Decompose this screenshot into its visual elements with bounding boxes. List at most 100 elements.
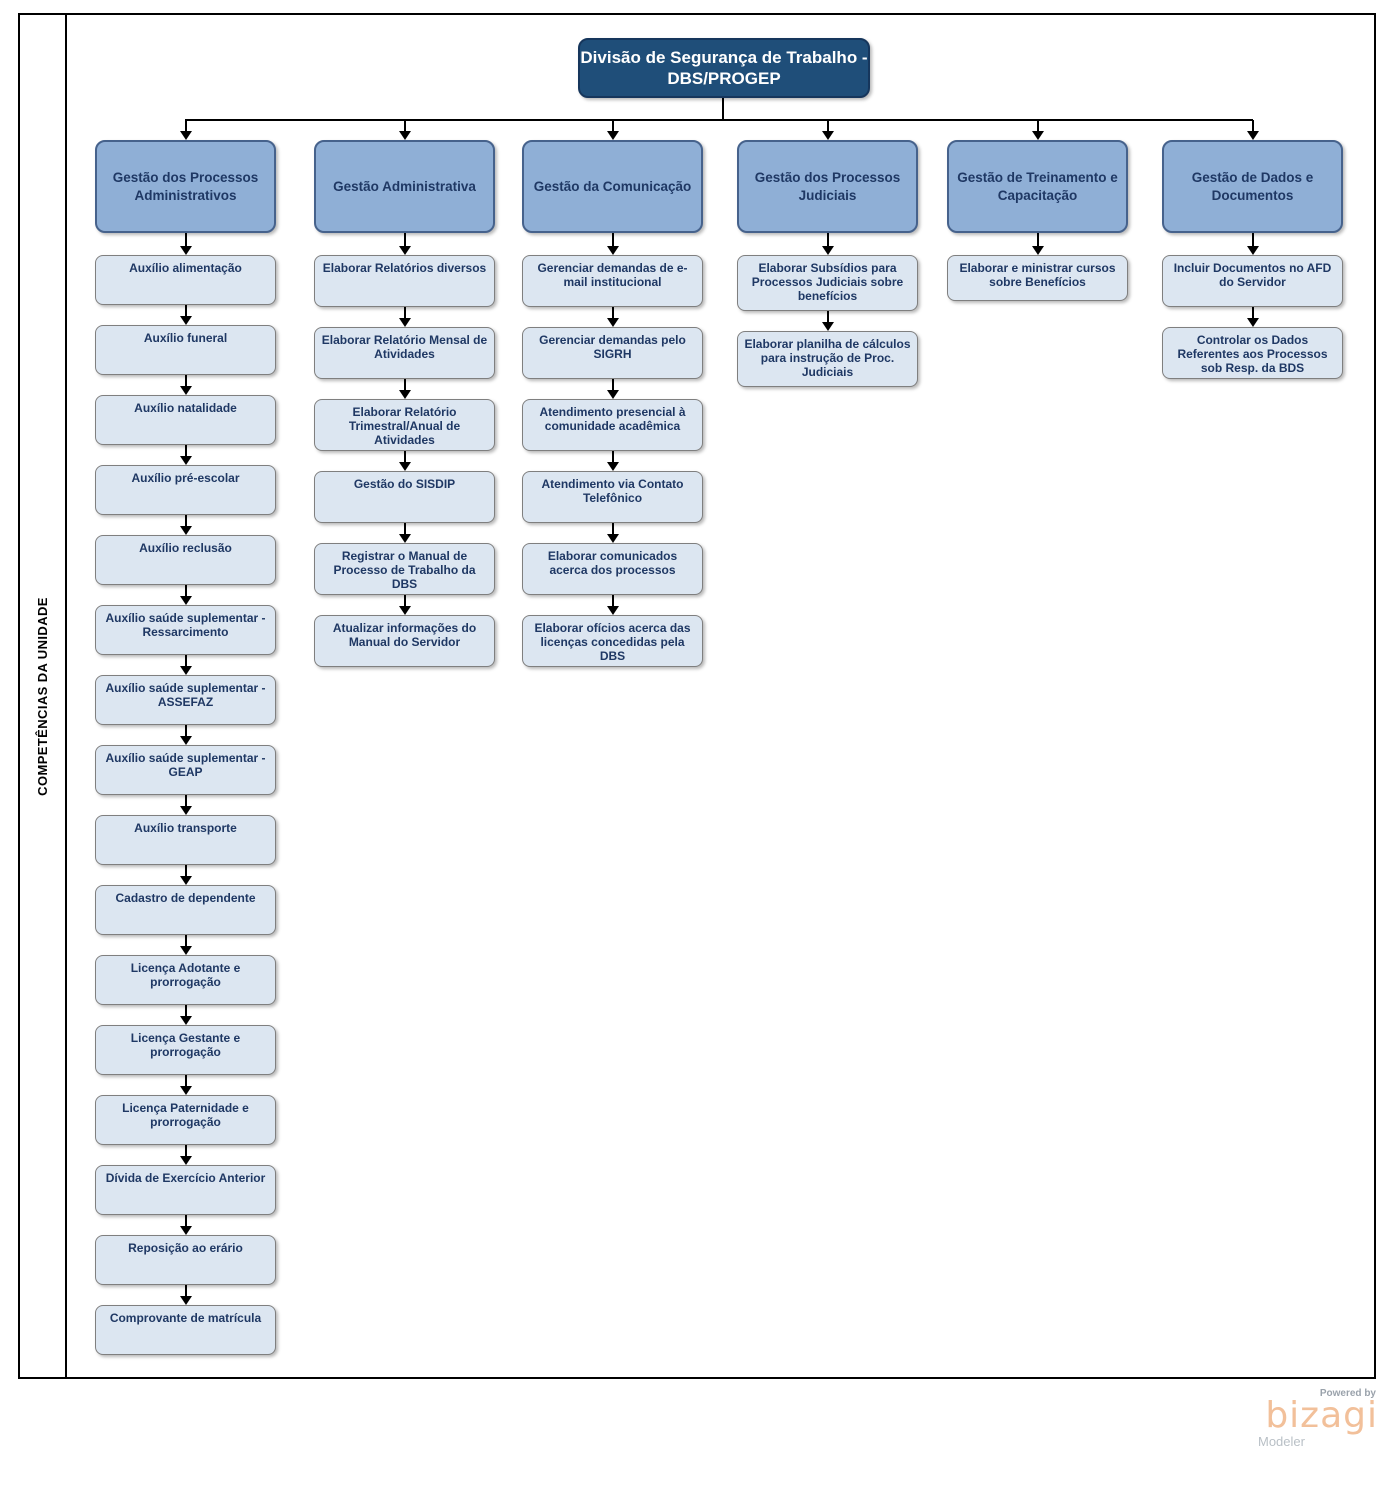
arrow-connector (314, 307, 495, 327)
column-1-item-2: Auxílio funeral (95, 325, 276, 375)
arrow-connector (95, 445, 276, 465)
arrow-connector (95, 1005, 276, 1025)
column-1-item-16: Comprovante de matrícula (95, 1305, 276, 1355)
arrow-head-icon (179, 246, 192, 255)
arrow-connector (398, 120, 411, 140)
column-2-item-1: Elaborar Relatórios diversos (314, 255, 495, 307)
column-1-item-13: Licença Paternidade e prorrogação (95, 1095, 276, 1145)
arrow-head-icon (606, 606, 619, 615)
arrow-line (184, 935, 187, 946)
arrow-line (826, 233, 829, 246)
arrow-line (611, 120, 614, 131)
arrow-connector (95, 655, 276, 675)
arrow-line (1036, 233, 1039, 246)
column-1-header: Gestão dos Processos Administrativos (95, 140, 276, 233)
arrow-head-icon (821, 322, 834, 331)
arrow-head-icon (398, 131, 411, 140)
column-3-item-2: Gerenciar demandas pelo SIGRH (522, 327, 703, 379)
column-1-item-15: Reposição ao erário (95, 1235, 276, 1285)
arrow-line (403, 120, 406, 131)
column-2-item-3: Elaborar Relatório Trimestral/Anual de A… (314, 399, 495, 451)
arrow-head-icon (606, 131, 619, 140)
arrow-line (184, 1075, 187, 1086)
arrow-line (184, 795, 187, 806)
column-3-item-4: Atendimento via Contato Telefônico (522, 471, 703, 523)
arrow-connector (95, 1285, 276, 1305)
arrow-line (403, 379, 406, 390)
arrow-head-icon (179, 456, 192, 465)
arrow-connector (95, 865, 276, 885)
arrow-connector (179, 120, 192, 140)
arrow-line (184, 655, 187, 666)
arrow-line (1036, 120, 1039, 131)
arrow-head-icon (179, 526, 192, 535)
column-3-item-3: Atendimento presencial à comunidade acad… (522, 399, 703, 451)
root-node: Divisão de Segurança de Trabalho - DBS/P… (578, 38, 870, 98)
arrow-head-icon (398, 534, 411, 543)
arrow-head-icon (179, 131, 192, 140)
column-5-header: Gestão de Treinamento e Capacitação (947, 140, 1128, 233)
arrow-line (184, 120, 187, 131)
arrow-head-icon (179, 596, 192, 605)
arrow-head-icon (1031, 246, 1044, 255)
arrow-head-icon (179, 316, 192, 325)
column-1-item-4: Auxílio pré-escolar (95, 465, 276, 515)
bizagi-branding: Powered by bizagi Modeler (1256, 1388, 1378, 1449)
arrow-line (184, 725, 187, 736)
arrow-head-icon (398, 390, 411, 399)
arrow-line (611, 307, 614, 318)
column-4-item-1: Elaborar Subsídios para Processos Judici… (737, 255, 918, 311)
arrow-line (184, 865, 187, 876)
arrow-connector (522, 523, 703, 543)
arrow-connector (95, 1075, 276, 1095)
arrow-connector (95, 1215, 276, 1235)
arrow-line (184, 1285, 187, 1296)
arrow-head-icon (398, 246, 411, 255)
arrow-line (611, 595, 614, 606)
column-2-item-2: Elaborar Relatório Mensal de Atividades (314, 327, 495, 379)
arrow-connector (821, 120, 834, 140)
arrow-line (611, 379, 614, 390)
arrow-line (403, 233, 406, 246)
arrow-connector (95, 935, 276, 955)
column-1-item-12: Licença Gestante e prorrogação (95, 1025, 276, 1075)
arrow-head-icon (1246, 246, 1259, 255)
root-connector-horizontal (185, 119, 1253, 121)
arrow-head-icon (606, 318, 619, 327)
arrow-connector (1246, 120, 1259, 140)
arrow-connector (1162, 233, 1343, 255)
column-1-item-6: Auxílio saúde suplementar - Ressarciment… (95, 605, 276, 655)
arrow-connector (95, 375, 276, 395)
arrow-head-icon (179, 946, 192, 955)
arrow-line (184, 585, 187, 596)
arrow-connector (95, 233, 276, 255)
root-title: Divisão de Segurança de Trabalho - DBS/P… (580, 47, 868, 88)
arrow-line (1251, 233, 1254, 246)
column-6-header: Gestão de Dados e Documentos (1162, 140, 1343, 233)
column-3-item-1: Gerenciar demandas de e-mail institucion… (522, 255, 703, 307)
arrow-connector (95, 725, 276, 745)
arrow-line (403, 451, 406, 462)
arrow-connector (95, 1145, 276, 1165)
arrow-connector (314, 595, 495, 615)
modeler-label: Modeler (1258, 1434, 1305, 1450)
column-1-item-3: Auxílio natalidade (95, 395, 276, 445)
arrow-head-icon (821, 246, 834, 255)
arrow-head-icon (179, 666, 192, 675)
arrow-head-icon (1246, 131, 1259, 140)
column-3-item-5: Elaborar comunicados acerca dos processo… (522, 543, 703, 595)
arrow-head-icon (179, 1226, 192, 1235)
arrow-connector (314, 451, 495, 471)
arrow-connector (314, 523, 495, 543)
arrow-connector (314, 233, 495, 255)
arrow-head-icon (606, 462, 619, 471)
column-1-item-11: Licença Adotante e prorrogação (95, 955, 276, 1005)
arrow-head-icon (179, 876, 192, 885)
arrow-head-icon (179, 736, 192, 745)
